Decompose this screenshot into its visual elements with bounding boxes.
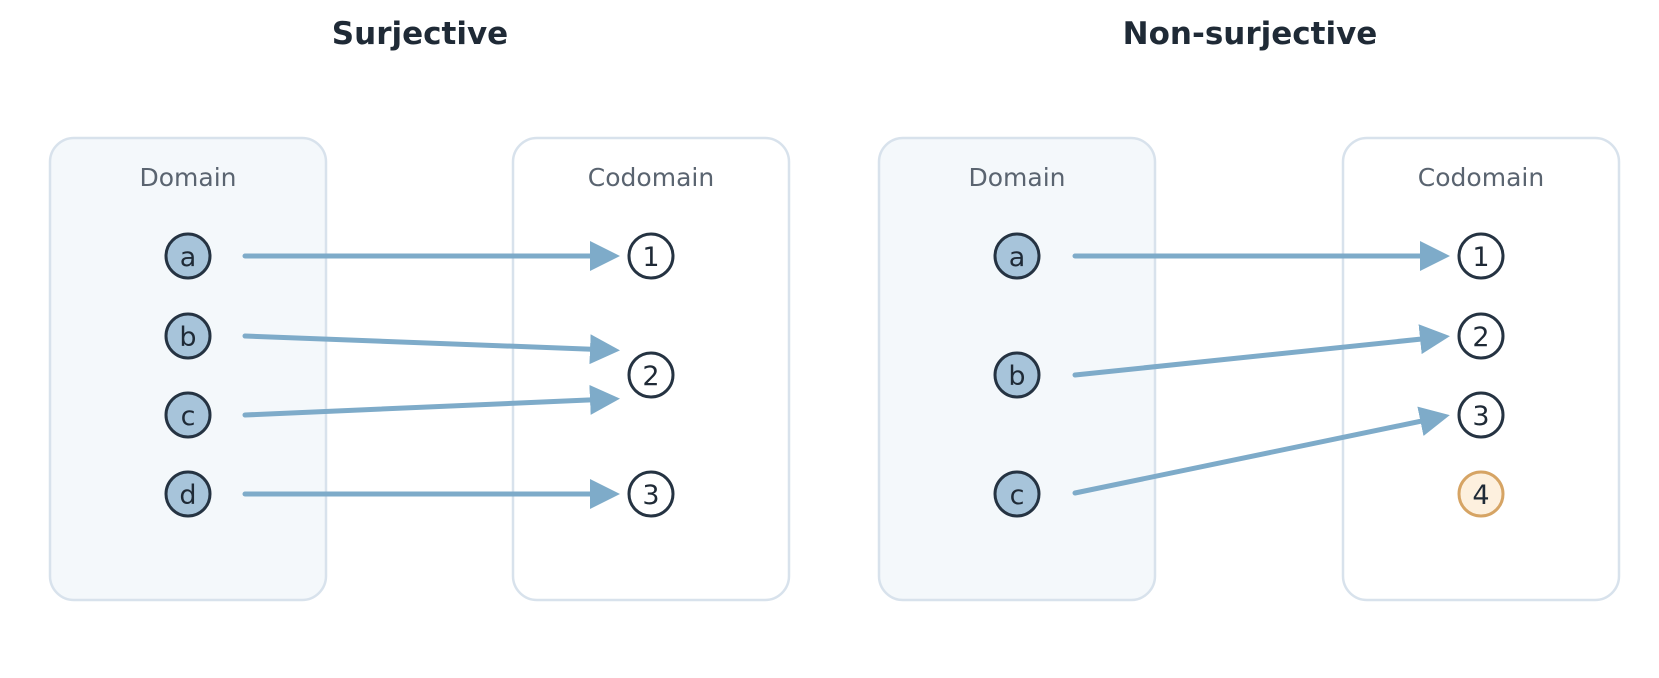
domain-label: Domain: [139, 163, 236, 192]
domain-node-b: b: [993, 351, 1041, 399]
svg-text:a: a: [1009, 242, 1026, 273]
svg-text:1: 1: [1472, 242, 1489, 273]
svg-text:c: c: [1010, 480, 1025, 511]
codomain-node-4-unmapped: 4: [1457, 470, 1505, 518]
arrow-b-to-2: [242, 333, 620, 365]
arrow-c-to-3: [1072, 406, 1450, 496]
svg-text:3: 3: [642, 480, 659, 511]
domain-node-a: a: [164, 232, 212, 280]
codomain-label: Codomain: [588, 163, 714, 192]
codomain-node-1: 1: [1457, 232, 1505, 280]
codomain-node-2: 2: [1457, 312, 1505, 360]
codomain-node-3: 3: [627, 470, 675, 518]
arrow-c-to-2: [242, 384, 620, 418]
domain-node-a: a: [993, 232, 1041, 280]
domain-node-c: c: [993, 470, 1041, 518]
codomain-label: Codomain: [1418, 163, 1544, 192]
arrow-b-to-2: [1072, 324, 1450, 378]
svg-text:1: 1: [642, 242, 659, 273]
codomain-box: [1341, 136, 1621, 602]
codomain-node-1: 1: [627, 232, 675, 280]
panel-title: Surjective: [332, 16, 508, 52]
svg-text:2: 2: [1472, 322, 1489, 353]
svg-text:3: 3: [1472, 401, 1489, 432]
svg-text:2: 2: [642, 361, 659, 392]
domain-node-b: b: [164, 312, 212, 360]
svg-text:4: 4: [1472, 480, 1489, 511]
svg-text:b: b: [1008, 361, 1025, 392]
domain-node-d: d: [164, 470, 212, 518]
codomain-node-2: 2: [627, 351, 675, 399]
svg-text:d: d: [179, 480, 196, 511]
panel-title: Non-surjective: [1123, 16, 1378, 52]
svg-text:b: b: [179, 322, 196, 353]
domain-node-c: c: [164, 391, 212, 439]
codomain-node-3: 3: [1457, 391, 1505, 439]
svg-text:a: a: [180, 242, 197, 273]
panel-non-surjective: Non-surjective Domain Codomain a b c 1: [877, 16, 1621, 602]
domain-label: Domain: [968, 163, 1065, 192]
panel-surjective: Surjective Domain Codomain a b c d: [48, 16, 791, 602]
domain-box: [48, 136, 328, 602]
svg-text:c: c: [181, 401, 196, 432]
